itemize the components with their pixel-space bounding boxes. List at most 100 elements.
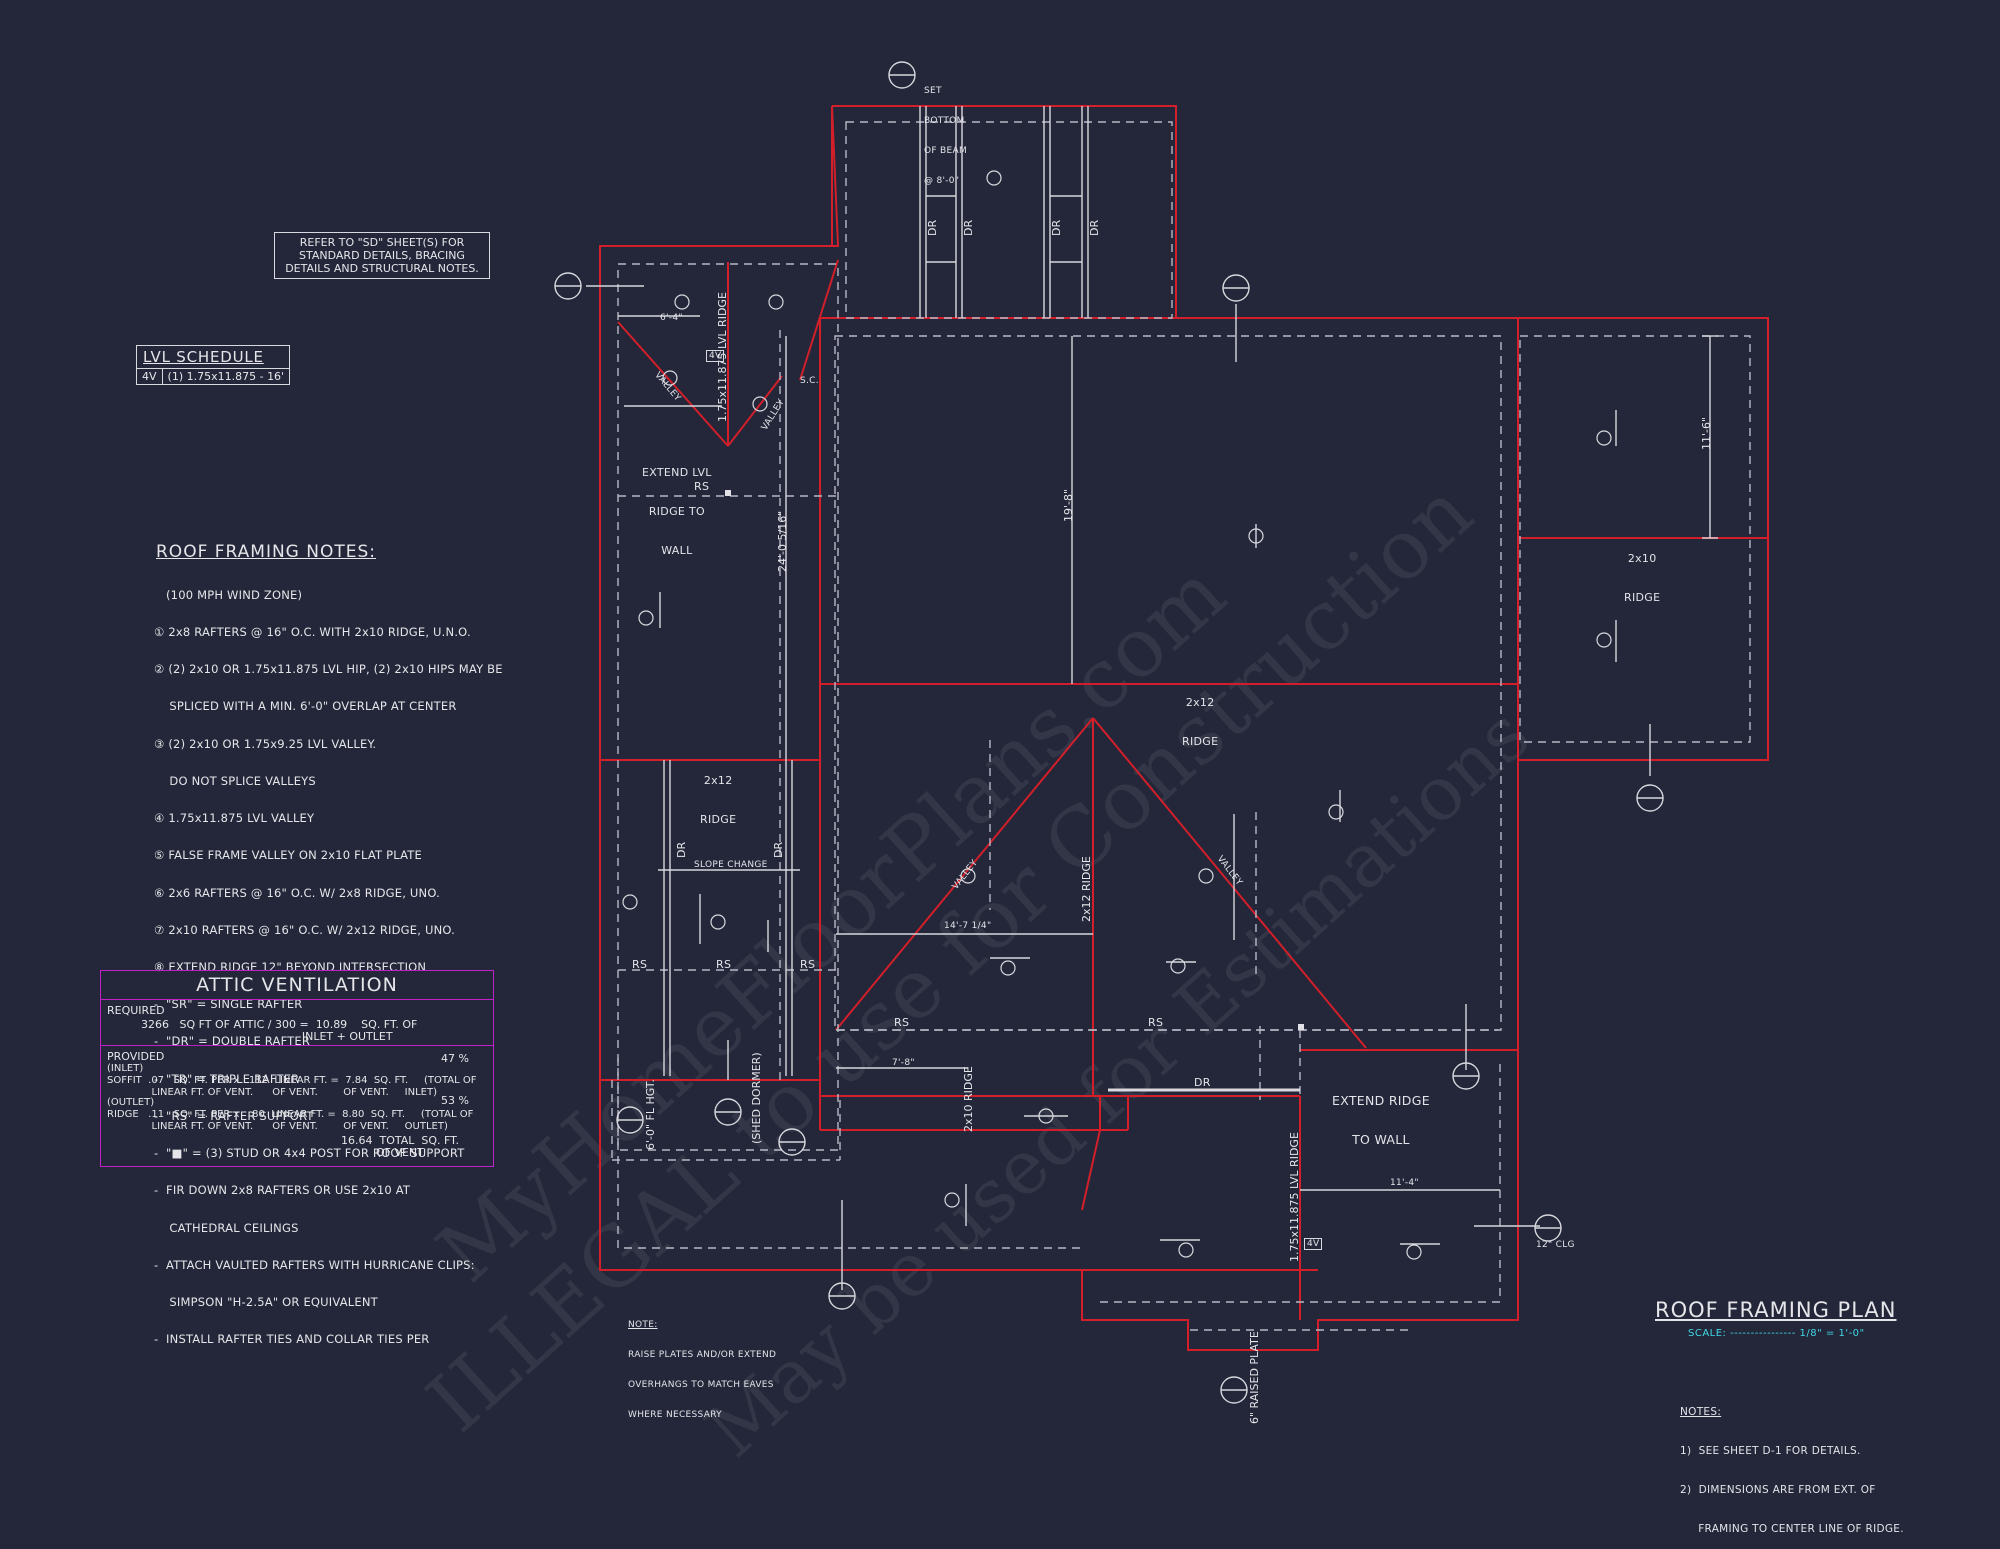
bottom-notes-title: NOTES: <box>1680 1406 1722 1418</box>
roof-note: - "RS" = RAFTER SUPPORT <box>154 1108 314 1123</box>
set-beam-line: OF BEAM <box>924 146 968 156</box>
left-ridge-size: 2x12 <box>703 774 733 787</box>
rs-label-5: RS <box>894 1016 910 1029</box>
sd-note-line: STANDARD DETAILS, BRACING <box>299 249 465 262</box>
dr-label-4: DR <box>1050 219 1063 236</box>
sd-note-line: REFER TO "SD" SHEET(S) FOR <box>299 236 465 249</box>
plan-title: ROOF FRAMING PLAN <box>1655 1298 1897 1322</box>
attic-total-line: 16.64 TOTAL SQ. FT. <box>341 1134 460 1147</box>
roof-note: ⑤ FALSE FRAME VALLEY ON 2x10 FLAT PLATE <box>154 848 422 863</box>
attic-title: ATTIC VENTILATION <box>101 971 493 1000</box>
extend-lvl-line: WALL <box>661 544 693 557</box>
roof-note: - ATTACH VAULTED RAFTERS WITH HURRICANE … <box>154 1257 475 1272</box>
attic-outlet-percent: 53 % <box>441 1094 469 1107</box>
roof-note: SPLICED WITH A MIN. 6'-0" OVERLAP AT CEN… <box>154 699 457 714</box>
left-ridge-label: 2x12 RIDGE <box>700 748 736 839</box>
attic-provided-label: PROVIDED <box>107 1050 165 1063</box>
right-ridge-label: 2x10 RIDGE <box>1624 526 1660 617</box>
lvl-schedule: LVL SCHEDULE 4V (1) 1.75x11.875 - 16' <box>136 345 291 385</box>
ceiling-label: 12" CLG <box>1536 1240 1575 1250</box>
dr-label-5: DR <box>1088 219 1101 236</box>
attic-outlet-block: (OUTLET) RIDGE .11 SQ. FT. PER x 80 LINE… <box>107 1097 474 1132</box>
attic-separator <box>101 1045 493 1046</box>
sc-label: S.C. <box>800 376 819 386</box>
lvl-schedule-title: LVL SCHEDULE <box>137 346 290 369</box>
set-beam-note: SET BOTTOM OF BEAM @ 8'-0" <box>924 66 967 196</box>
dr-label-3: DR <box>962 219 975 236</box>
roof-note: ④ 1.75x11.875 LVL VALLEY <box>154 811 315 826</box>
sd-note-line: DETAILS AND STRUCTURAL NOTES. <box>285 262 479 275</box>
roof-note: ⑥ 2x6 RAFTERS @ 16" O.C. W/ 2x8 RIDGE, U… <box>154 885 440 900</box>
dim-7-8: 7'-8" <box>892 1058 915 1068</box>
post-markers <box>725 490 1304 1030</box>
floor-height-label: 6'-0" FL HGT. <box>644 1079 657 1150</box>
dr-label-2: DR <box>926 219 939 236</box>
overhang-dashed <box>611 121 1751 1331</box>
roof-note: (100 MPH WIND ZONE) <box>166 587 303 602</box>
attic-required-label: REQUIRED <box>107 1004 165 1017</box>
bottom-note: 2) DIMENSIONS ARE FROM EXT. OF <box>1680 1484 1876 1496</box>
raise-note-line: RAISE PLATES AND/OR EXTEND <box>628 1350 777 1360</box>
attic-inlet-percent: 47 % <box>441 1052 469 1065</box>
rs-label-1: RS <box>694 480 710 493</box>
roof-framing-drawing <box>554 61 1769 1404</box>
roof-note: - FIR DOWN 2x8 RAFTERS OR USE 2x10 AT <box>154 1183 411 1198</box>
tag-4v-bottom: 4V <box>1304 1238 1323 1250</box>
lvl-ridge-bottom-label: 1.75x11.875 LVL RIDGE <box>1288 1132 1301 1262</box>
lvl-schedule-tag: 4V <box>137 369 163 384</box>
attic-required-line: 3266 SQ FT OF ATTIC / 300 = 10.89 SQ. FT… <box>141 1018 418 1031</box>
roof-note: DO NOT SPLICE VALLEYS <box>154 773 316 788</box>
main-ridge-word: RIDGE <box>1182 735 1219 748</box>
raise-note-line: OVERHANGS TO MATCH EAVES <box>628 1380 774 1390</box>
roof-notes-list: (100 MPH WIND ZONE) ① 2x8 RAFTERS @ 16" … <box>154 564 503 1358</box>
roof-note: - "DR" = DOUBLE RAFTER <box>154 1034 311 1049</box>
dim-19-8: 19'-8" <box>1062 488 1075 522</box>
roof-notes-title: ROOF FRAMING NOTES: <box>156 542 377 562</box>
extend-lvl-line: RIDGE TO <box>648 505 705 518</box>
set-beam-line: BOTTOM <box>924 116 965 126</box>
shed-dormer-label: (SHED DORMER) <box>750 1052 763 1144</box>
attic-required-line-2: INLET + OUTLET <box>141 1030 393 1043</box>
slope-change-label: SLOPE CHANGE <box>694 860 768 870</box>
dr-label-1: DR <box>1194 1076 1211 1089</box>
right-ridge-size: 2x10 <box>1627 552 1657 565</box>
dim-6-4: 6'-4" <box>660 313 683 323</box>
dr-label-6: DR <box>675 841 688 858</box>
dim-14-7: 14'-7 1/4" <box>944 921 992 931</box>
bottom-note: 1) SEE SHEET D-1 FOR DETAILS. <box>1680 1445 1861 1457</box>
main-ridge-size: 2x12 <box>1185 696 1215 709</box>
roof-note: - "■" = (3) STUD OR 4x4 POST FOR ROOF SU… <box>154 1146 465 1161</box>
roof-note: ② (2) 2x10 OR 1.75x11.875 LVL HIP, (2) 2… <box>154 662 503 677</box>
raised-plate-label: 6" RAISED PLATE <box>1248 1331 1261 1424</box>
roof-note: - "TR" = TRIPLE RAFTER <box>154 1071 300 1086</box>
bottom-note: FRAMING TO CENTER LINE OF RIDGE. <box>1680 1523 1904 1535</box>
raise-plates-note: NOTE: RAISE PLATES AND/OR EXTEND OVERHAN… <box>628 1300 776 1430</box>
tag-4v-top: 4V <box>706 350 725 362</box>
left-ridge-word: RIDGE <box>700 813 737 826</box>
extend-lvl-line: EXTEND LVL <box>642 466 712 479</box>
set-beam-line: SET <box>924 86 942 96</box>
plan-scale: SCALE: ---------------- 1/8" = 1'-0" <box>1688 1328 1865 1339</box>
rs-label-4: RS <box>800 958 816 971</box>
raise-note-line: NOTE: <box>628 1320 658 1330</box>
lvl-schedule-spec: (1) 1.75x11.875 - 16' <box>167 370 285 383</box>
set-beam-line: @ 8'-0" <box>924 176 960 186</box>
roof-note: - "SR" = SINGLE RAFTER <box>154 997 303 1012</box>
main-ridge-label: 2x12 RIDGE <box>1182 670 1218 761</box>
extend-ridge-line: TO WALL <box>1352 1132 1410 1147</box>
attic-total-line-2: OF VENT. <box>341 1146 427 1159</box>
roof-note: SIMPSON "H-2.5A" OR EQUIVALENT <box>154 1294 378 1309</box>
framing-lines <box>586 106 1718 1290</box>
dim-11-4: 11'-4" <box>1390 1178 1419 1188</box>
roof-note: ① 2x8 RAFTERS @ 16" O.C. WITH 2x10 RIDGE… <box>154 625 471 640</box>
dim-24: 24'-0 5/16" <box>776 510 789 572</box>
roof-note: CATHEDRAL CEILINGS <box>154 1220 299 1235</box>
detail-callouts <box>554 61 1664 1404</box>
ridge-2x12-vertical: 2x12 RIDGE <box>1080 856 1093 922</box>
roof-note: ⑦ 2x10 RAFTERS @ 16" O.C. W/ 2x12 RIDGE,… <box>154 922 456 937</box>
extend-ridge-note: EXTEND RIDGE TO WALL <box>1332 1068 1430 1159</box>
right-ridge-word: RIDGE <box>1624 591 1661 604</box>
rs-label-3: RS <box>716 958 732 971</box>
sd-reference-note: REFER TO "SD" SHEET(S) FOR STANDARD DETA… <box>274 232 490 279</box>
extend-ridge-line: EXTEND RIDGE <box>1332 1093 1430 1108</box>
